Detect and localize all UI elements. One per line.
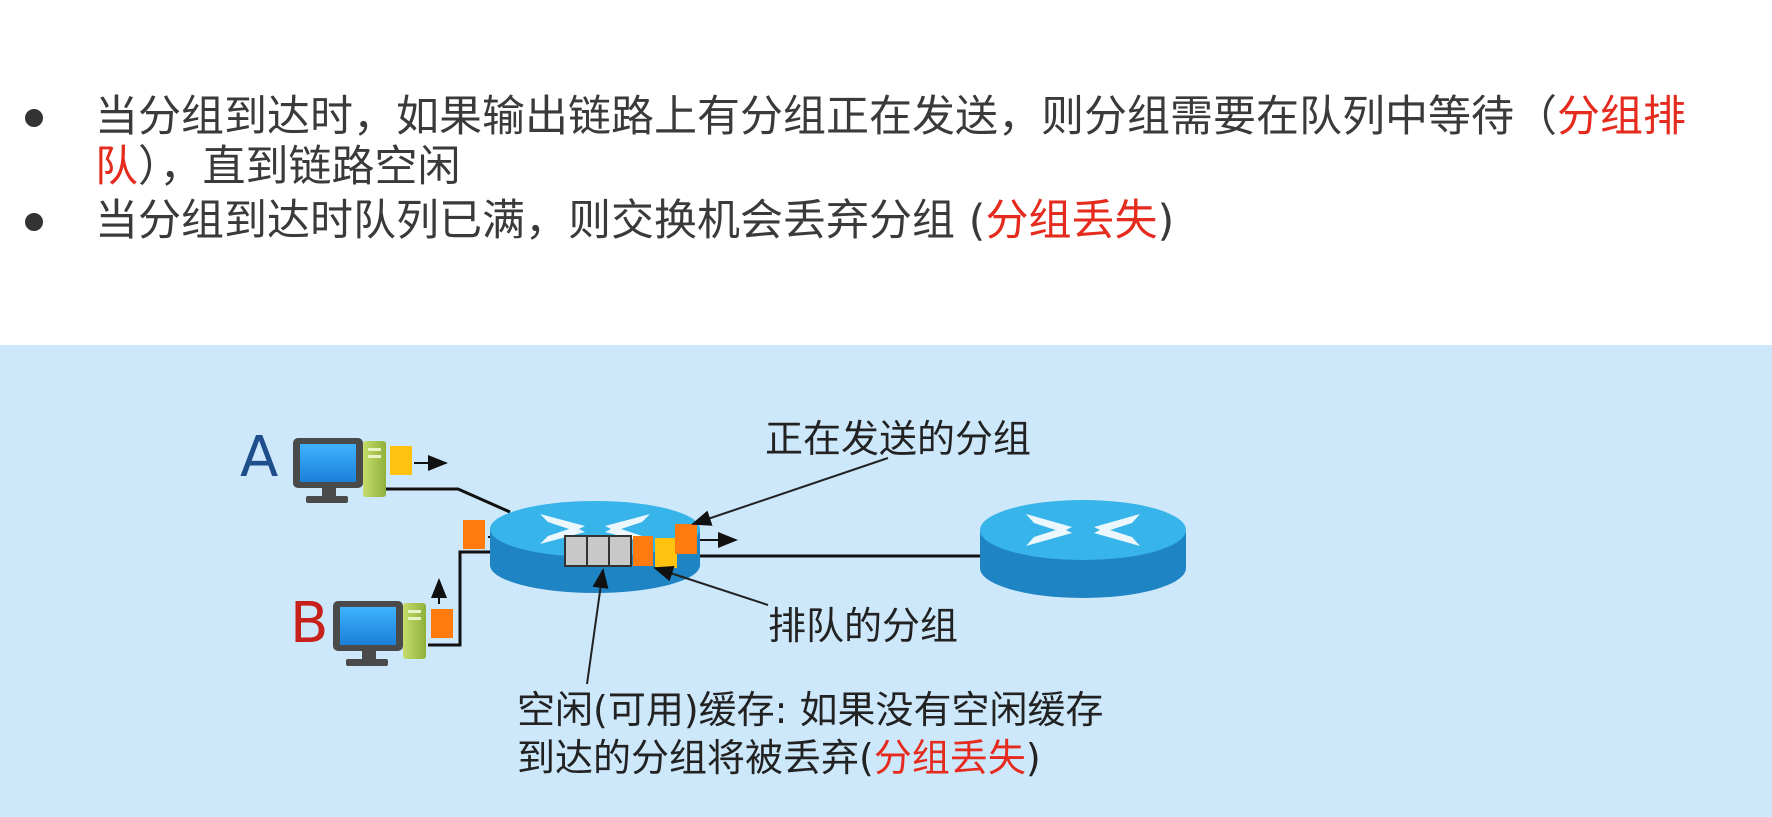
label-buffer-highlight: 分组丢失	[873, 736, 1026, 780]
callout-line-sending	[691, 457, 889, 526]
label-queued-packets: 排队的分组	[768, 604, 959, 648]
packet-icon	[463, 520, 485, 549]
bullet-item-2: 当分组到达时队列已满，则交换机会丢弃分组 (分组丢失)	[25, 196, 1175, 246]
bullet-2-close: )	[1157, 196, 1175, 246]
label-buffer-close: )	[1025, 736, 1041, 780]
bullet-1-text-cont: ），直到链路空闲	[138, 142, 461, 192]
packet-icon	[655, 538, 677, 568]
bullet-list: 当分组到达时，如果输出链路上有分组正在发送，则分组需要在队列中等待（分组排 队）…	[0, 0, 1772, 345]
packet-icon	[431, 609, 453, 638]
queue-buffer	[564, 535, 677, 568]
bullet-item-1: 当分组到达时，如果输出链路上有分组正在发送，则分组需要在队列中等待（分组排 队）…	[25, 92, 1755, 192]
callout-line-buffer	[586, 568, 609, 685]
label-buffer-line1: 空闲(可用)缓存: 如果没有空闲缓存	[517, 688, 1104, 732]
bullet-1-highlight: 分组排	[1557, 92, 1686, 142]
bullet-1-text: 当分组到达时，如果输出链路上有分组正在发送，则分组需要在队列中等待（	[95, 92, 1557, 142]
bullet-2-text: 当分组到达时队列已满，则交换机会丢弃分组 (	[95, 196, 986, 246]
callout-line-queued	[653, 565, 769, 606]
host-a-label: A	[240, 425, 279, 490]
diagram-panel	[0, 345, 1772, 817]
host-b-label: B	[290, 591, 329, 656]
label-sending-packet: 正在发送的分组	[765, 417, 1032, 461]
packet-icon	[390, 446, 412, 475]
bullet-2-highlight: 分组丢失	[985, 196, 1158, 246]
computer-icon-a	[293, 438, 386, 503]
bullet-1-highlight-cont: 队	[95, 142, 138, 192]
router-icon-2	[980, 500, 1186, 598]
sending-packet-icon	[675, 524, 697, 554]
packet-icon	[633, 536, 653, 566]
computer-icon-b	[333, 601, 426, 666]
label-buffer-line2: 到达的分组将被丢弃(分组丢失)	[517, 736, 1041, 780]
bullet-dot-icon	[25, 213, 43, 231]
bullet-dot-icon	[25, 109, 43, 127]
label-buffer-text: 到达的分组将被丢弃(	[517, 736, 874, 780]
